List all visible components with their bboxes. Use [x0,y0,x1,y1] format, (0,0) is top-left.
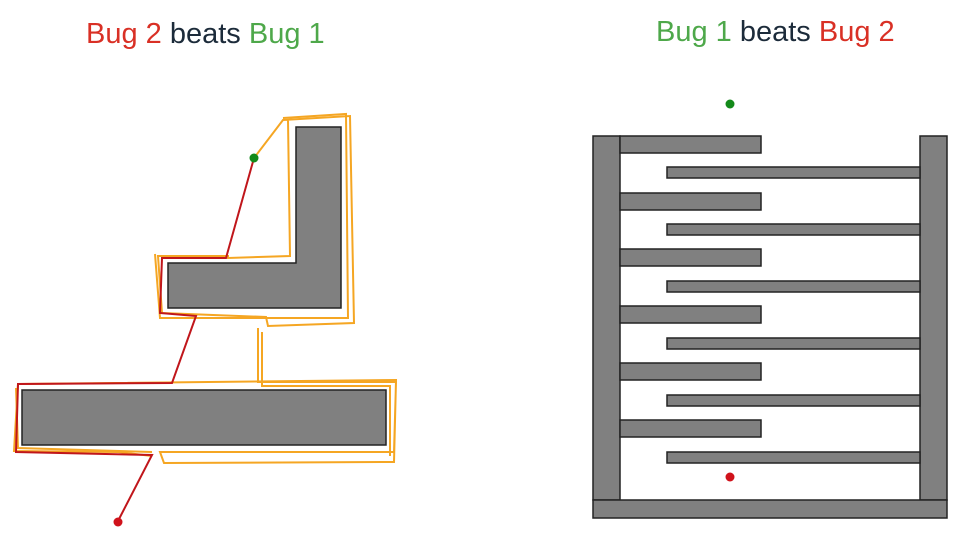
comb-tooth-left [619,419,762,438]
bug2-path [14,157,255,522]
long-bar-obstacle [21,389,387,446]
right-panel-title: Bug 1 beats Bug 2 [656,16,895,49]
start-dot [249,153,259,163]
left-panel [12,112,398,527]
comb-tooth-right [666,223,921,236]
bug1-path [12,112,398,465]
left-wall-obstacle [592,135,621,501]
left-panel-title: Bug 2 beats Bug 1 [86,18,325,51]
title-left-first: Bug 2 [86,18,162,50]
comb-tooth-right [666,451,921,464]
comb-tooth-left [619,192,762,211]
right-wall-obstacle [919,135,948,501]
comb-tooth-right [666,337,921,350]
comb-tooth-left [619,305,762,324]
goal-dot-right [725,472,735,482]
title-right-last: Bug 2 [818,16,895,48]
comb-tooth-right [666,394,921,407]
comb-tooth-right [666,166,921,179]
title-left-middle: beats [161,18,249,50]
start-dot-right [725,99,735,109]
bottom-wall-obstacle [592,499,948,519]
comb-tooth-right [666,280,921,293]
goal-dot [113,517,123,527]
comb-tooth-left [619,362,762,381]
l-shaped-obstacle [167,126,342,309]
title-left-last: Bug 1 [248,18,325,50]
title-right-first: Bug 1 [656,16,732,48]
right-panel [592,135,948,519]
title-right-middle: beats [731,16,819,48]
comb-tooth-left [619,248,762,267]
comb-tooth-left [619,135,762,154]
